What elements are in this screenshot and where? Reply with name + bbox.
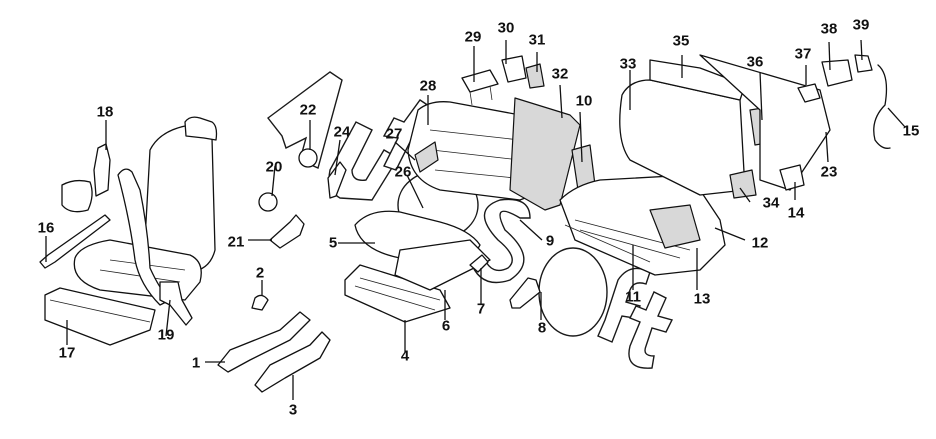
part-30 (501, 55, 527, 83)
callout-7[interactable]: 7 (476, 300, 486, 318)
part-14 (779, 164, 805, 191)
part-29 (461, 69, 499, 93)
part-21 (269, 214, 305, 249)
part-18 (93, 143, 111, 197)
part-11 (564, 224, 651, 263)
callout-9[interactable]: 9 (545, 232, 555, 250)
part-27 (414, 141, 439, 173)
part-8 (509, 277, 541, 309)
part-31 (525, 63, 545, 89)
callout-13[interactable]: 13 (693, 290, 711, 308)
callout-36[interactable]: 36 (746, 53, 764, 71)
front-seat (44, 116, 218, 346)
callout-32[interactable]: 32 (551, 65, 569, 83)
part-13 (649, 204, 701, 249)
callout-5[interactable]: 5 (328, 234, 338, 252)
callout-33[interactable]: 33 (619, 55, 637, 73)
part-23 (699, 54, 831, 191)
part-7 (469, 254, 489, 273)
part-22 (298, 148, 318, 168)
callout-15[interactable]: 15 (902, 122, 920, 140)
part-2 (251, 294, 269, 311)
part-18-cover (61, 179, 93, 213)
callout-20[interactable]: 20 (265, 158, 283, 176)
callout-18[interactable]: 18 (96, 103, 114, 121)
part-16 (39, 214, 111, 269)
callout-11[interactable]: 11 (625, 288, 641, 306)
callout-4[interactable]: 4 (400, 347, 410, 365)
callout-37[interactable]: 37 (794, 45, 812, 63)
callout-29[interactable]: 29 (464, 28, 482, 46)
part-4 (344, 264, 451, 323)
part-39 (854, 54, 873, 73)
callout-19[interactable]: 19 (157, 326, 175, 344)
callout-34[interactable]: 34 (762, 194, 780, 212)
callout-8[interactable]: 8 (537, 319, 547, 337)
part-20 (258, 192, 278, 212)
callout-12[interactable]: 12 (751, 234, 769, 252)
callout-22[interactable]: 22 (299, 101, 317, 119)
callout-3[interactable]: 3 (288, 401, 298, 419)
leader-lines (45, 39, 906, 400)
part-34 (729, 169, 757, 199)
callout-1[interactable]: 1 (191, 354, 201, 372)
part-37 (797, 83, 821, 103)
callout-26[interactable]: 26 (394, 163, 412, 181)
callout-39[interactable]: 39 (852, 16, 870, 34)
part-3 (254, 331, 331, 393)
callout-38[interactable]: 38 (820, 20, 838, 38)
part-1 (217, 311, 311, 373)
callout-35[interactable]: 35 (672, 32, 690, 50)
callout-2[interactable]: 2 (255, 264, 265, 282)
callout-6[interactable]: 6 (441, 317, 451, 335)
part-12 (559, 174, 726, 276)
part-15 (873, 64, 891, 149)
callout-10[interactable]: 10 (575, 92, 593, 110)
part-6 (394, 239, 491, 291)
callout-24[interactable]: 24 (333, 123, 351, 141)
watermark-letter-t2 (628, 291, 674, 369)
callout-17[interactable]: 17 (58, 344, 76, 362)
callout-14[interactable]: 14 (787, 204, 805, 222)
watermark-letter-o2 (538, 247, 608, 337)
callout-30[interactable]: 30 (497, 19, 515, 37)
callout-28[interactable]: 28 (419, 77, 437, 95)
part-24 (327, 161, 347, 199)
callout-23[interactable]: 23 (820, 163, 838, 181)
callout-21[interactable]: 21 (227, 233, 245, 251)
callout-31[interactable]: 31 (528, 31, 546, 49)
callout-16[interactable]: 16 (37, 219, 55, 237)
part-38 (821, 59, 853, 87)
part-32 (509, 97, 581, 211)
callout-27[interactable]: 27 (385, 125, 403, 143)
